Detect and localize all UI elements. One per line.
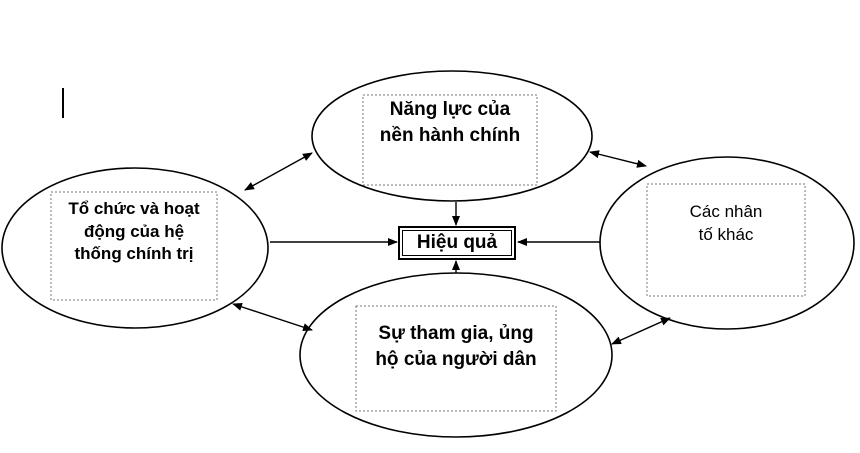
node-left-line1: Tổ chức và hoạt bbox=[68, 198, 200, 218]
node-right-ellipse bbox=[599, 156, 855, 330]
arrow-top-right bbox=[589, 150, 647, 168]
node-bottom-line1: Sự tham gia, ủng bbox=[378, 323, 534, 345]
center-effectiveness-box: Hiệu quả bbox=[398, 226, 516, 260]
arrow-bottom-right bbox=[611, 317, 671, 345]
center-label: Hiệu quả bbox=[416, 232, 498, 253]
arrow-left-top bbox=[244, 152, 313, 191]
node-right-line2: tố khác bbox=[698, 225, 754, 244]
node-left-line3: thống chính trị bbox=[74, 244, 194, 264]
node-top-ellipse bbox=[311, 70, 593, 202]
node-top-line1: Năng lực của bbox=[389, 99, 511, 121]
node-top-line2: nền hành chính bbox=[379, 125, 521, 146]
node-bottom-label: Sự tham gia, ủng hộ của người dân bbox=[356, 318, 556, 376]
arrow-left-bottom bbox=[232, 303, 313, 331]
text-cursor bbox=[62, 88, 64, 118]
node-top-label: Năng lực của nền hành chính bbox=[363, 95, 537, 151]
node-right-box bbox=[646, 183, 806, 297]
node-left-line2: động của hệ bbox=[83, 221, 185, 241]
node-left-box bbox=[50, 191, 218, 301]
node-right-line1: Các nhân bbox=[689, 202, 763, 222]
node-bottom-box bbox=[355, 305, 557, 412]
node-left-label: Tổ chức và hoạt động của hệ thống chính … bbox=[51, 192, 217, 272]
node-right-label: Các nhân tố khác bbox=[647, 197, 805, 251]
node-bottom-line2: hộ của người dân bbox=[375, 349, 537, 370]
node-left-ellipse bbox=[1, 167, 269, 329]
